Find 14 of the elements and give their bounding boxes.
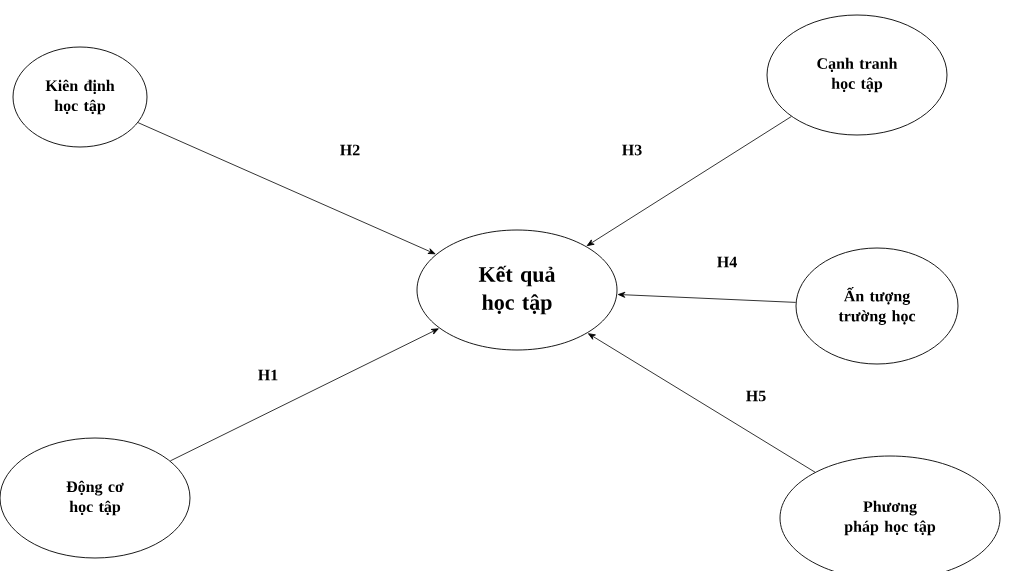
edge-label: H4: [717, 256, 737, 268]
arrow: [617, 291, 797, 303]
ellipse-node: Kiên định học tập: [12, 46, 148, 148]
edge-label: H3: [622, 144, 642, 156]
edge-label: H2: [340, 144, 360, 156]
ellipse-node: Cạnh tranh học tập: [766, 14, 948, 136]
arrow: [588, 333, 816, 473]
ellipse-node: Kết quả học tập: [416, 229, 618, 351]
edge-label: H5: [746, 390, 766, 402]
ellipse-node: Ấn tượng trường học: [795, 247, 959, 365]
edge-label: H1: [258, 369, 278, 381]
arrow: [586, 116, 792, 247]
arrow: [169, 328, 439, 462]
arrow: [137, 122, 436, 255]
